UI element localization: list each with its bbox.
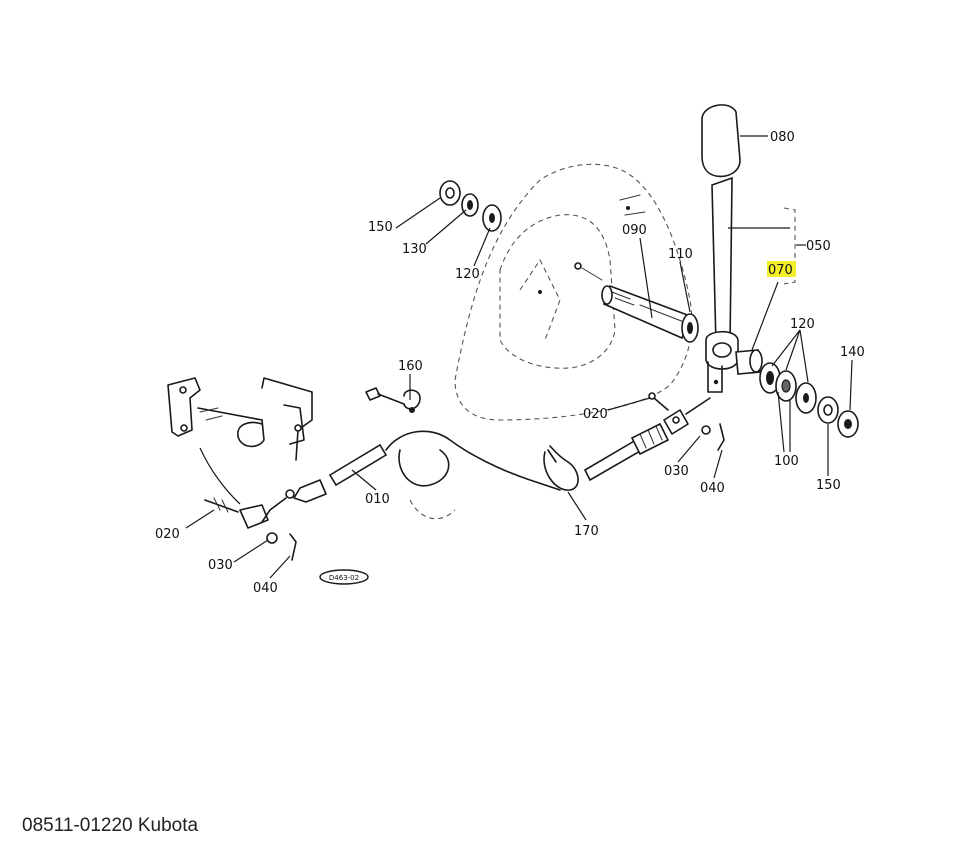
part-label-130: 130 (402, 242, 427, 257)
lever-knob (701, 104, 741, 178)
part-label-050: 050 (806, 239, 831, 254)
part-label-030-left: 030 (208, 558, 233, 573)
leader-lines (185, 135, 853, 579)
part-label-020-right: 020 (583, 407, 608, 422)
part-label-110: 110 (668, 247, 693, 262)
cable-right-end (543, 392, 725, 491)
part-label-150-right: 150 (816, 478, 841, 493)
control-cable (204, 430, 561, 561)
upper-fasteners (439, 180, 502, 232)
part-label-030-right: 030 (664, 464, 689, 479)
highlight-070 (767, 261, 796, 277)
part-label-120-top: 120 (455, 267, 480, 282)
transmission-housing (454, 163, 693, 421)
shift-lever-assembly (701, 104, 859, 438)
part-number-caption: 08511-01220 Kubota (22, 815, 199, 836)
part-label-120-right: 120 (790, 317, 815, 332)
part-labels: 080 050 070 150 130 120 090 110 120 140 … (155, 130, 865, 596)
part-label-040-left: 040 (253, 581, 278, 596)
lever-rod (711, 176, 733, 354)
part-label-100: 100 (774, 454, 799, 469)
drawing-stamp: D463-02 (319, 569, 369, 585)
part-label-160: 160 (398, 359, 423, 374)
part-label-080: 080 (770, 130, 795, 145)
part-label-020-left: 020 (155, 527, 180, 542)
part-label-070: 070 (768, 263, 793, 278)
part-label-010: 010 (365, 492, 390, 507)
drawing-stamp-text: D463-02 (329, 574, 359, 582)
part-label-040-right: 040 (700, 481, 725, 496)
pedal-bracket (167, 377, 313, 461)
part-label-140: 140 (840, 345, 865, 360)
part-label-170: 170 (574, 524, 599, 539)
bolt-clip (365, 387, 421, 413)
part-label-090: 090 (622, 223, 647, 238)
pivot-shaft (574, 262, 699, 343)
part-label-150-top: 150 (368, 220, 393, 235)
